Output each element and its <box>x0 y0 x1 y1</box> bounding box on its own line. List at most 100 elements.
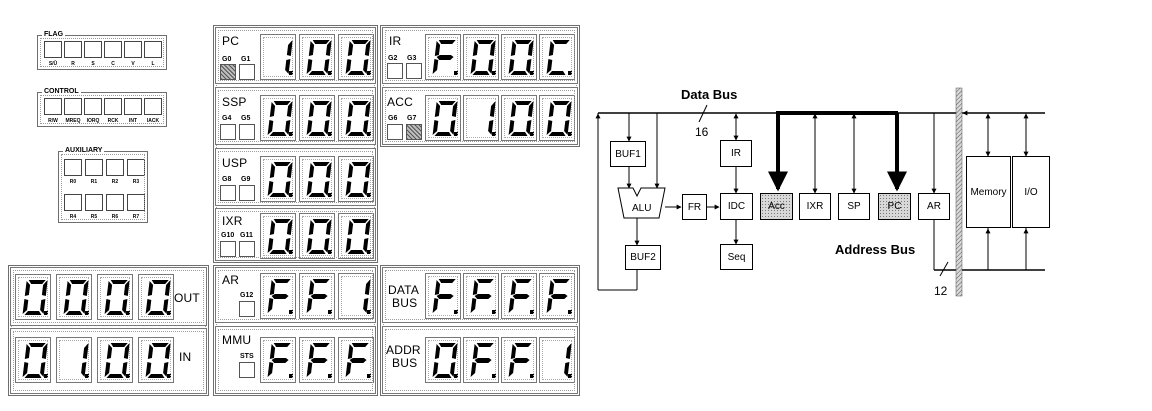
flag-indicator <box>124 41 142 58</box>
seven-segment-digit <box>15 337 51 383</box>
data-bus-label-line2: BUS <box>392 296 418 310</box>
aux-label: R4 <box>69 214 77 220</box>
g3-label: G3 <box>407 55 417 62</box>
pc-label: PC <box>222 34 240 48</box>
g1-indicator <box>239 64 255 80</box>
io-block: I/O <box>1012 156 1050 228</box>
g2-indicator <box>387 63 403 79</box>
flag-label: C <box>111 61 115 67</box>
seven-segment-digit <box>138 274 174 320</box>
g11-label: G11 <box>240 232 253 239</box>
seven-segment-digit <box>425 337 461 383</box>
g7-label: G7 <box>407 115 417 122</box>
seven-segment-digit <box>299 337 335 383</box>
g11-indicator <box>239 241 255 257</box>
memory-block: Memory <box>966 156 1011 228</box>
seven-segment-digit <box>463 34 499 80</box>
seven-segment-digit <box>338 273 374 319</box>
g8-label: G8 <box>222 176 232 183</box>
sts-label: STS <box>240 353 254 360</box>
seq-block: Seq <box>720 244 753 270</box>
aux-label: R0 <box>69 179 77 185</box>
seven-segment-digit <box>539 273 575 319</box>
g6-indicator <box>387 124 403 140</box>
g2-label: G2 <box>388 55 398 62</box>
control-indicator <box>64 98 82 115</box>
sp-block: SP <box>838 193 870 220</box>
control-indicator <box>84 98 102 115</box>
aux-indicator <box>64 194 82 211</box>
aux-label: R7 <box>132 214 140 220</box>
g10-indicator <box>220 241 236 257</box>
addr-bus-label-line1: ADDR <box>386 343 421 357</box>
seven-segment-digit <box>501 95 537 141</box>
ixr-label: IXR <box>222 214 243 228</box>
aux-label: R2 <box>111 179 119 185</box>
seven-segment-digit <box>425 273 461 319</box>
data-bus-width: 16 <box>695 125 709 139</box>
acc-register: ACC G6 G7 <box>382 87 578 145</box>
auxiliary-panel-title: AUXILIARY <box>63 147 105 155</box>
seven-segment-digit <box>539 95 575 141</box>
auxiliary-panel: AUXILIARY R0 R1 R2 R3 R4 R5 R6 R7 <box>58 147 148 223</box>
data-bus-label-line1: DATA <box>388 283 420 297</box>
addr-bus-label-line2: BUS <box>392 356 418 370</box>
seven-segment-digit <box>260 34 296 80</box>
g6-label: G6 <box>388 115 398 122</box>
g10-label: G10 <box>221 232 235 239</box>
control-label: R/W <box>48 118 58 124</box>
seven-segment-digit <box>260 273 296 319</box>
out-register: OUT <box>10 267 207 326</box>
seven-segment-digit <box>338 337 374 383</box>
ixr-register: IXR G10 G11 <box>215 208 376 261</box>
out-label: OUT <box>174 291 200 305</box>
acc-block: Acc <box>760 193 793 220</box>
control-label: IACK <box>146 118 160 124</box>
seven-segment-digit <box>15 274 51 320</box>
g3-indicator <box>406 63 422 79</box>
seven-segment-digit <box>97 337 133 383</box>
flag-indicator <box>64 41 82 58</box>
flag-label: R <box>71 61 75 67</box>
ir-register: IR G2 G3 <box>382 27 578 84</box>
seven-segment-digit <box>299 34 335 80</box>
aux-label: R1 <box>90 179 98 185</box>
seven-segment-digit <box>260 337 296 383</box>
seven-segment-digit <box>299 156 335 202</box>
seven-segment-digit <box>501 337 537 383</box>
seven-segment-digit <box>138 337 174 383</box>
ir-label: IR <box>389 34 402 48</box>
control-indicator <box>44 98 62 115</box>
g12-indicator <box>239 301 255 317</box>
in-register: IN <box>10 328 207 394</box>
g7-indicator <box>406 124 422 140</box>
control-indicator <box>124 98 142 115</box>
seven-segment-digit <box>338 95 374 141</box>
control-indicator <box>144 98 162 115</box>
control-panel: CONTROL R/W MREQ IORQ RCK INT IACK <box>37 88 167 127</box>
ssp-label: SSP <box>222 95 247 109</box>
ssp-register: SSP G4 G5 <box>215 87 376 145</box>
aux-indicator <box>127 194 145 211</box>
ar-register: AR G12 <box>215 267 376 323</box>
seven-segment-digit <box>299 273 335 319</box>
seven-segment-digit <box>260 213 296 259</box>
g1-label: G1 <box>241 56 251 63</box>
usp-register: USP G8 G9 <box>215 148 376 206</box>
flag-label: S <box>91 61 95 67</box>
data-bus-title: Data Bus <box>681 87 738 102</box>
seven-segment-digit <box>56 337 92 383</box>
seven-segment-digit <box>56 274 92 320</box>
g0-indicator <box>220 64 236 80</box>
address-bus-width: 12 <box>934 284 948 298</box>
aux-label: R5 <box>90 214 98 220</box>
idc-block: IDC <box>720 193 753 220</box>
flag-label: L <box>151 61 155 67</box>
sts-indicator <box>239 362 255 378</box>
aux-indicator <box>85 194 103 211</box>
seven-segment-digit <box>463 95 499 141</box>
control-panel-title: CONTROL <box>42 88 81 96</box>
seven-segment-digit <box>539 34 575 80</box>
addr-bus-register: ADDR BUS <box>382 326 578 394</box>
fr-block: FR <box>682 194 707 220</box>
